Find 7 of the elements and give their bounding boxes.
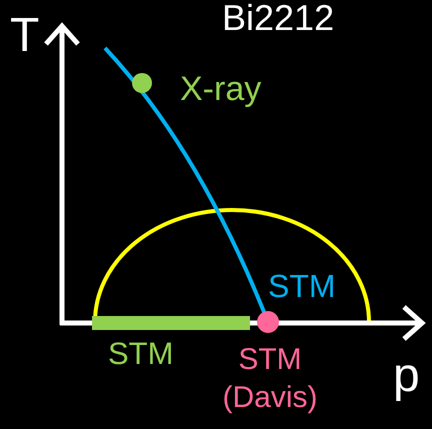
data-label: STM (108, 338, 174, 369)
data-label: STM (268, 270, 336, 302)
axis-label: T (10, 12, 40, 60)
data-label: X-ray (180, 72, 262, 106)
axis-label: p (393, 352, 420, 400)
title: Bi2212 (222, 0, 334, 36)
data-label: STM (Davis) (222, 342, 318, 416)
